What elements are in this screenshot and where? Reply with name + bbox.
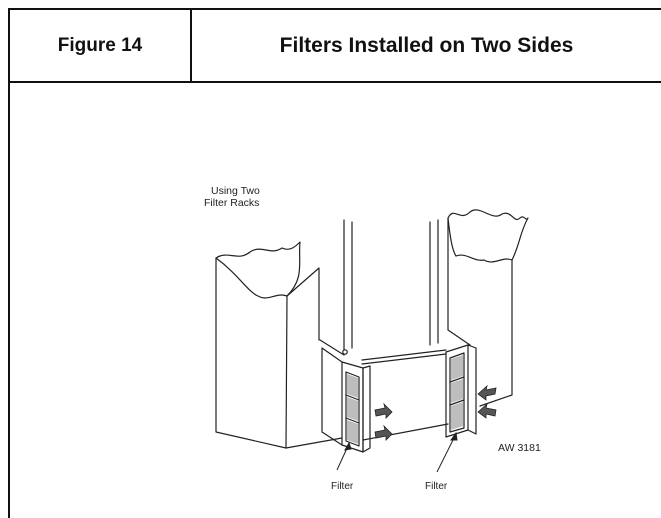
left-filter-label: Filter bbox=[331, 481, 354, 492]
right-cabinet-top bbox=[447, 209, 529, 263]
figure-header: Figure 14 Filters Installed on Two Sides bbox=[10, 10, 661, 83]
left-filter-rack bbox=[321, 347, 343, 446]
figure-number-cell: Figure 14 bbox=[10, 10, 192, 81]
airflow-arrows bbox=[374, 384, 497, 441]
arrow-left-lower bbox=[374, 424, 393, 441]
left-filter-pads bbox=[347, 374, 358, 444]
arrow-right-upper bbox=[477, 384, 497, 401]
left-cabinet-top bbox=[215, 241, 301, 299]
left-cabinet-base bbox=[285, 437, 343, 449]
arrow-right-lower bbox=[477, 402, 497, 419]
right-filter-label: Filter bbox=[425, 481, 448, 492]
figure-title-cell: Filters Installed on Two Sides bbox=[192, 10, 661, 81]
arrow-left-upper bbox=[374, 402, 393, 419]
figure-title: Filters Installed on Two Sides bbox=[279, 33, 574, 57]
caption-line-1: Using Two bbox=[211, 185, 260, 197]
drawing-code: AW 3181 bbox=[498, 442, 541, 454]
right-filter-pads bbox=[451, 355, 463, 430]
left-cabinet-front bbox=[215, 257, 288, 449]
right-cabinet-front bbox=[479, 259, 513, 407]
left-cabinet-side bbox=[286, 267, 320, 341]
figure-frame: Figure 14 Filters Installed on Two Sides bbox=[8, 8, 661, 518]
caption-line-2: Filter Racks bbox=[204, 197, 259, 209]
right-cabinet-side bbox=[447, 217, 471, 346]
figure-number: Figure 14 bbox=[57, 34, 143, 56]
